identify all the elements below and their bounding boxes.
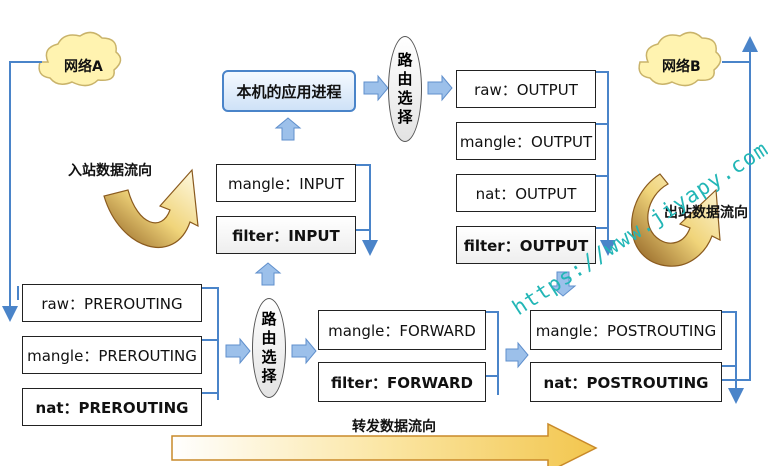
cloud-left-shape <box>38 31 122 87</box>
cloud-network-b-label: 网络B <box>662 59 701 75</box>
routing-char: 路 <box>261 310 277 328</box>
outbound-flow-label: 出站数据流向 <box>664 205 748 221</box>
routing-char: 路 <box>397 51 413 69</box>
mangle-input-box: mangle：INPUT <box>216 164 356 202</box>
routing-char: 选 <box>397 89 413 107</box>
routing-char: 选 <box>261 348 277 366</box>
nat-prerouting-box: nat：PREROUTING <box>22 388 202 426</box>
mangle-prerouting-box: mangle：PREROUTING <box>22 336 202 374</box>
mangle-forward-box: mangle：FORWARD <box>318 310 486 350</box>
forward-flow-label: 转发数据流向 <box>352 419 436 435</box>
routing-char: 择 <box>397 108 413 126</box>
flow-block-arrows <box>225 74 577 369</box>
outbound-curved-arrow <box>631 173 721 267</box>
cloud-right-shape <box>638 31 722 87</box>
routing-decision-lower: 路 由 选 择 <box>252 298 286 398</box>
mangle-postrouting-box: mangle：POSTROUTING <box>530 310 722 350</box>
mangle-output-box: mangle：OUTPUT <box>456 122 596 160</box>
raw-output-box: raw：OUTPUT <box>456 70 596 108</box>
routing-decision-upper: 路 由 选 择 <box>388 36 422 142</box>
routing-char: 由 <box>397 70 413 88</box>
filter-input-box: filter：INPUT <box>216 216 356 254</box>
routing-char: 由 <box>261 329 277 347</box>
filter-forward-box: filter：FORWARD <box>318 362 486 402</box>
nat-output-box: nat：OUTPUT <box>456 174 596 212</box>
routing-char: 择 <box>261 367 277 385</box>
cloud-network-a-label: 网络A <box>64 59 103 75</box>
local-app-process: 本机的应用进程 <box>222 70 356 112</box>
filter-output-box: filter：OUTPUT <box>456 226 596 264</box>
inbound-flow-label: 入站数据流向 <box>68 163 152 179</box>
nat-postrouting-box: nat：POSTROUTING <box>530 362 722 402</box>
inbound-curved-arrow <box>103 168 199 248</box>
forward-big-arrow <box>171 422 598 466</box>
raw-prerouting-box: raw：PREROUTING <box>22 284 202 322</box>
